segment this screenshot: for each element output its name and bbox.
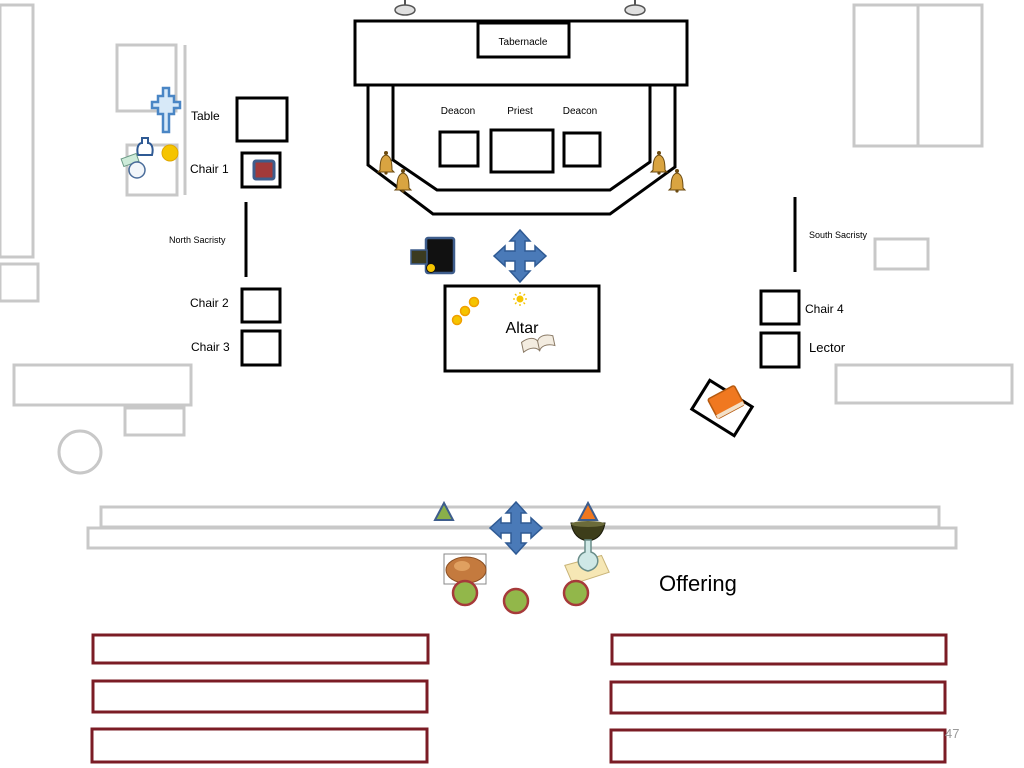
lavabo-bowl-icon — [128, 161, 146, 179]
move-arrows-icon — [493, 229, 547, 283]
candle-stand-icon — [394, 0, 416, 16]
chair1-box[interactable] — [240, 151, 282, 189]
pew-left-3 — [90, 727, 429, 764]
chair2-box[interactable] — [240, 287, 282, 324]
chair1-label: Chair 1 — [190, 162, 229, 176]
chair1-occupied-square — [252, 159, 276, 181]
pew-right-3 — [609, 728, 947, 764]
right-bench — [834, 363, 1014, 405]
deacon-left-label: Deacon — [441, 106, 475, 117]
chair4-box[interactable] — [759, 289, 801, 326]
server-marker — [161, 144, 179, 162]
person-marker-icon — [502, 587, 530, 615]
south-sacristy-box — [873, 237, 930, 271]
south-sacristy-label: South Sacristy — [809, 230, 868, 240]
wine-flask-icon — [577, 539, 599, 572]
left-small-box — [0, 262, 40, 303]
deacon-left-chair[interactable] — [438, 130, 480, 168]
candle-stand-icon — [624, 0, 646, 16]
triangle-marker-icon — [433, 500, 455, 521]
left-small-bench — [123, 406, 186, 437]
deacon-right-chair[interactable] — [562, 131, 602, 168]
pew-left-2 — [91, 679, 429, 714]
sanctuary-step-outer — [366, 86, 677, 216]
open-book-icon — [520, 334, 556, 354]
tabernacle-label: Tabernacle — [499, 37, 548, 48]
baptismal-font — [57, 429, 103, 475]
sanctuary-step-inner — [391, 86, 652, 192]
person-marker-icon — [562, 579, 590, 607]
tabernacle — [476, 21, 571, 59]
priest-chair[interactable] — [489, 128, 555, 174]
pew-right-2 — [609, 680, 947, 715]
altar-label: Altar — [506, 320, 540, 337]
north-sacristy-label: North Sacristy — [169, 235, 226, 245]
table-label: Table — [191, 109, 220, 123]
deacon-right-label: Deacon — [563, 106, 597, 117]
chalice-icon — [570, 521, 606, 542]
sun-icon — [513, 292, 527, 306]
altar-bell-icon — [668, 168, 686, 194]
triangle-marker-icon — [577, 500, 599, 521]
left-bench — [12, 363, 193, 407]
reredos — [353, 19, 689, 87]
chair3-label: Chair 3 — [191, 340, 230, 354]
table-box[interactable] — [235, 96, 289, 143]
candle-flame-icon — [451, 296, 480, 326]
page-number: 47 — [945, 726, 960, 741]
lector-box[interactable] — [759, 331, 801, 369]
lector-label: Lector — [809, 340, 846, 355]
lectionary-book-icon — [707, 385, 745, 419]
altar-bell-icon — [650, 150, 668, 176]
chair2-label: Chair 2 — [190, 296, 229, 310]
altar-table[interactable] — [443, 284, 601, 373]
offering-label: Offering — [659, 571, 737, 596]
bread-icon — [443, 553, 487, 585]
chair4-label: Chair 4 — [805, 302, 844, 316]
credence-table-outline — [115, 43, 178, 113]
cruet-icon — [136, 137, 154, 156]
pew-left-1 — [91, 633, 430, 665]
priest-label: Priest — [507, 106, 533, 117]
person-marker-icon — [451, 579, 479, 607]
thurible-icon — [410, 236, 456, 275]
altar-bell-icon — [394, 168, 412, 194]
left-wall-cabinet — [0, 3, 35, 259]
processional-cross-icon — [150, 86, 182, 134]
pew-right-1 — [610, 633, 948, 666]
chair3-box[interactable] — [240, 329, 282, 367]
